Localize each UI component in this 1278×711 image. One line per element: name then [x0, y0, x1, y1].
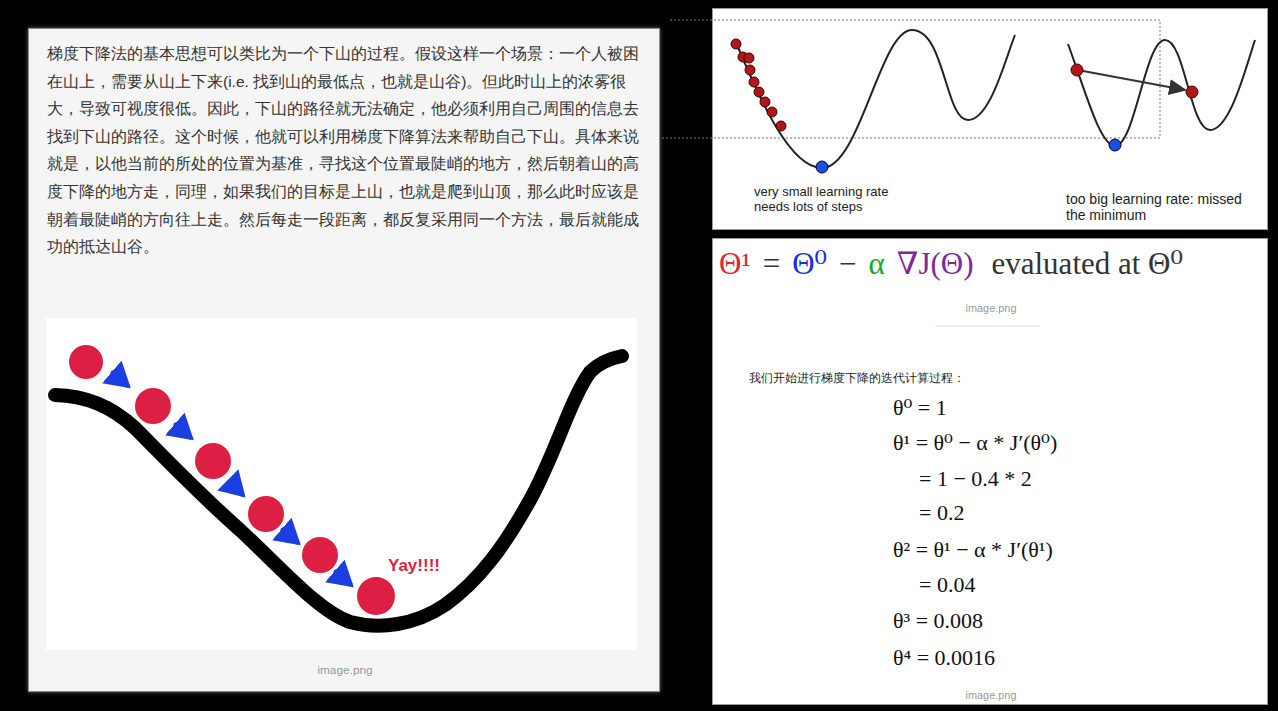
valley-curve — [55, 356, 622, 626]
step-dot — [1071, 64, 1083, 76]
formula-term: Θ¹ — [719, 245, 751, 282]
image-caption: image.png — [713, 302, 1269, 315]
panel-ground — [712, 8, 1268, 230]
caption-rule — [935, 326, 1040, 327]
formula-term: evaluated at Θ⁰ — [991, 245, 1182, 282]
plot-panel: very small learning rate needs lots of s… — [712, 8, 1268, 230]
step-dot — [1186, 86, 1198, 98]
jump-arrow — [1083, 71, 1185, 90]
text-panel: 梯度下降法的基本思想可以类比为一个下山的过程。假设这样一个场景：一个人被困在山上… — [28, 28, 660, 692]
formula-term: Θ⁰ — [792, 245, 827, 282]
loss-curve — [1068, 40, 1255, 146]
minimum-dot — [816, 161, 828, 173]
equation-line: = 0.04 — [919, 572, 1249, 598]
equation-line: θ⁴ = 0.0016 — [893, 645, 1253, 671]
equation-line: = 0.2 — [919, 500, 1249, 526]
equation-line: θ³ = 0.008 — [893, 608, 1253, 634]
equation-line: θ⁰ = 1 — [893, 395, 1253, 421]
formula-term: α — [868, 245, 884, 282]
loss-curve — [735, 30, 1015, 168]
formula-term: = — [763, 245, 780, 282]
guide-frame — [660, 20, 1160, 138]
plot-caption: very small learning rate needs lots of s… — [754, 185, 894, 214]
panel-ground — [712, 238, 1268, 705]
image-caption: image.png — [29, 663, 661, 677]
image-caption: image.png — [713, 689, 1269, 702]
illustration-ground — [46, 318, 637, 650]
ball — [69, 345, 395, 615]
formula-term: − — [839, 245, 856, 282]
equation-line: θ¹ = θ⁰ − α * J′(θ⁰) — [893, 430, 1253, 456]
formula-row: Θ¹ = Θ⁰−α ∇J(Θ) evaluated at Θ⁰ — [719, 245, 1183, 282]
exclamation-label: Yay!!!! — [388, 556, 440, 576]
formula-term: ∇J(Θ) — [897, 245, 974, 282]
plot-caption: too big learning rate: missed the minimu… — [1066, 191, 1261, 223]
equation-line: = 1 − 0.4 * 2 — [919, 466, 1249, 492]
body-paragraph: 梯度下降法的基本思想可以类比为一个下山的过程。假设这样一个场景：一个人被困在山上… — [47, 40, 639, 261]
minimum-dot — [1109, 139, 1121, 151]
intro-line: 我们开始进行梯度下降的迭代计算过程： — [749, 371, 1249, 385]
step-arrow — [113, 373, 350, 584]
equation-line: θ² = θ¹ − α * J′(θ¹) — [893, 537, 1253, 563]
formula-panel: Θ¹ = Θ⁰−α ∇J(Θ) evaluated at Θ⁰ image.png 我们开始… — [712, 238, 1268, 705]
panel-ground — [28, 28, 660, 692]
step-dot — [731, 39, 786, 131]
